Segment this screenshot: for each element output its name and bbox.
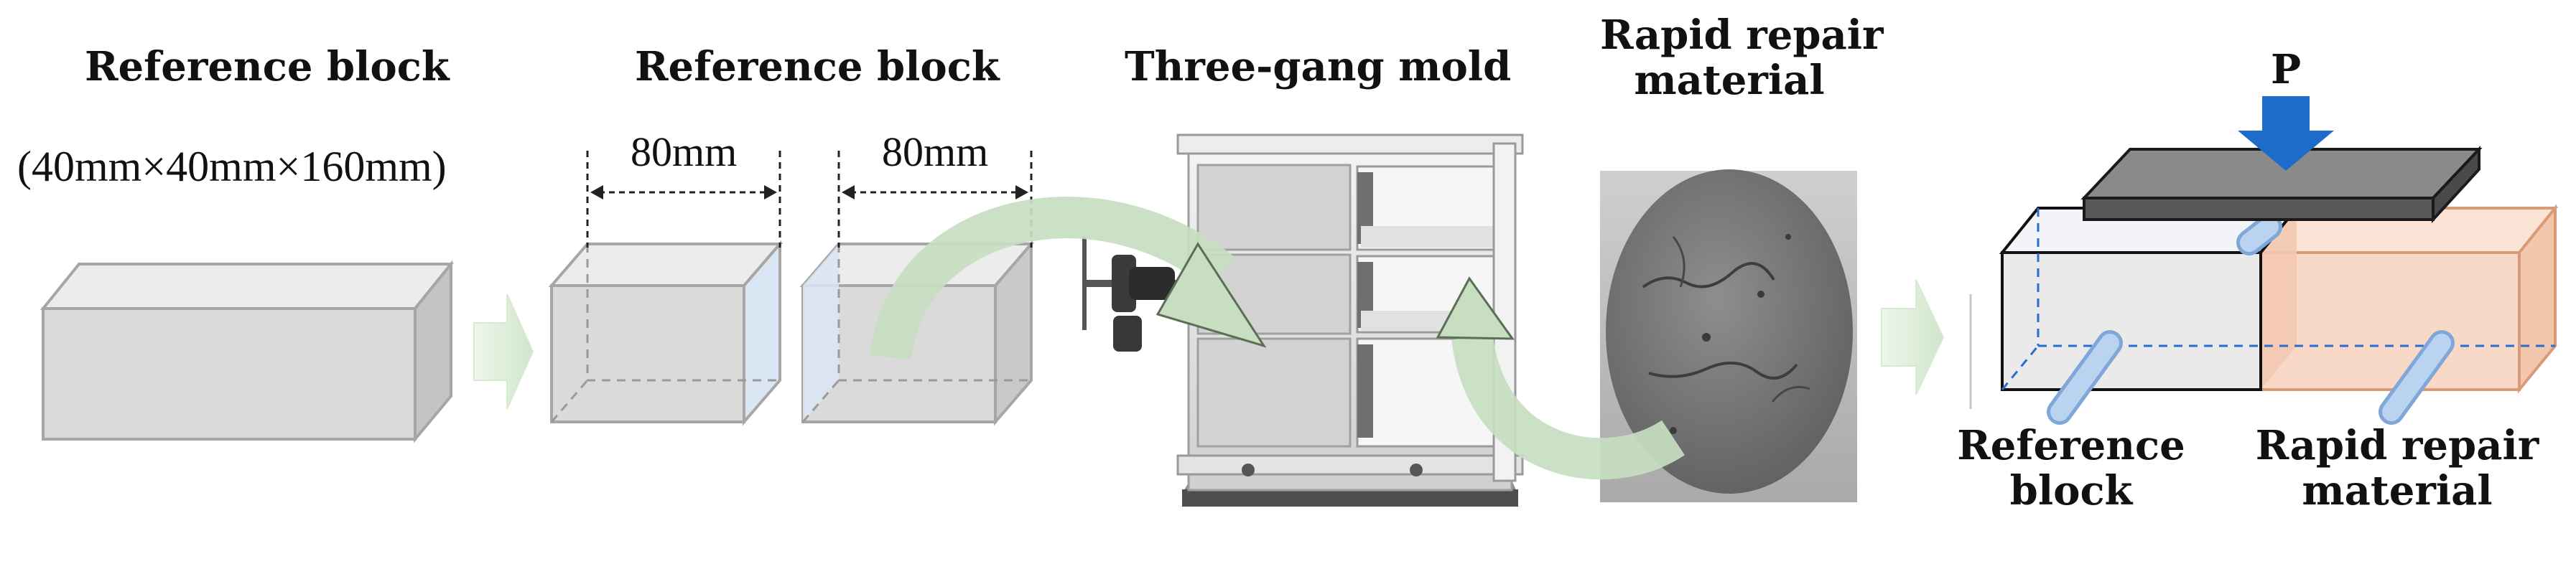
loading-plate	[2080, 145, 2483, 224]
title-reference-block-1: Reference block	[85, 43, 450, 90]
support-roller-left	[2047, 330, 2123, 425]
reference-block-full	[39, 260, 455, 443]
label-reference-line1: Reference	[1957, 422, 2185, 469]
curved-arrow-repair-into-mold	[1436, 276, 1685, 480]
loading-roller	[2236, 214, 2282, 255]
title-three-gang-mold: Three-gang mold	[1125, 43, 1512, 90]
label-reference-line2: block	[2009, 466, 2133, 514]
label-rapid-repair-bottom-line2: material	[2302, 466, 2493, 514]
label-rapid-repair-bottom-line1: Rapid repair	[2255, 422, 2539, 469]
title-reference-block-2: Reference block	[635, 43, 1000, 90]
reference-block-half-left	[548, 240, 784, 426]
curved-arrow-into-mold	[870, 197, 1267, 360]
support-roller-right	[2379, 330, 2455, 425]
dimension-label-right: 80mm	[882, 128, 989, 175]
title-rapid-repair-line2: material	[1634, 56, 1825, 104]
flexural-test-setup	[1999, 96, 2559, 425]
title-rapid-repair-line1: Rapid repair	[1600, 11, 1884, 59]
flow-arrow-1	[473, 293, 534, 410]
dimension-label-left: 80mm	[631, 128, 738, 175]
label-reference-block-bottom: Reference block	[1955, 423, 2187, 513]
flow-arrow-2	[1881, 279, 1972, 409]
load-label: P	[2270, 46, 2302, 93]
dimension-line-left	[586, 151, 781, 248]
dimension-line-right	[837, 151, 1033, 248]
title-rapid-repair-material: Rapid repair material	[1600, 11, 1884, 104]
label-rapid-repair-bottom: Rapid repair material	[2232, 423, 2562, 513]
reference-block-dimensions: (40mm×40mm×160mm)	[17, 143, 447, 190]
load-arrow	[2238, 96, 2334, 171]
